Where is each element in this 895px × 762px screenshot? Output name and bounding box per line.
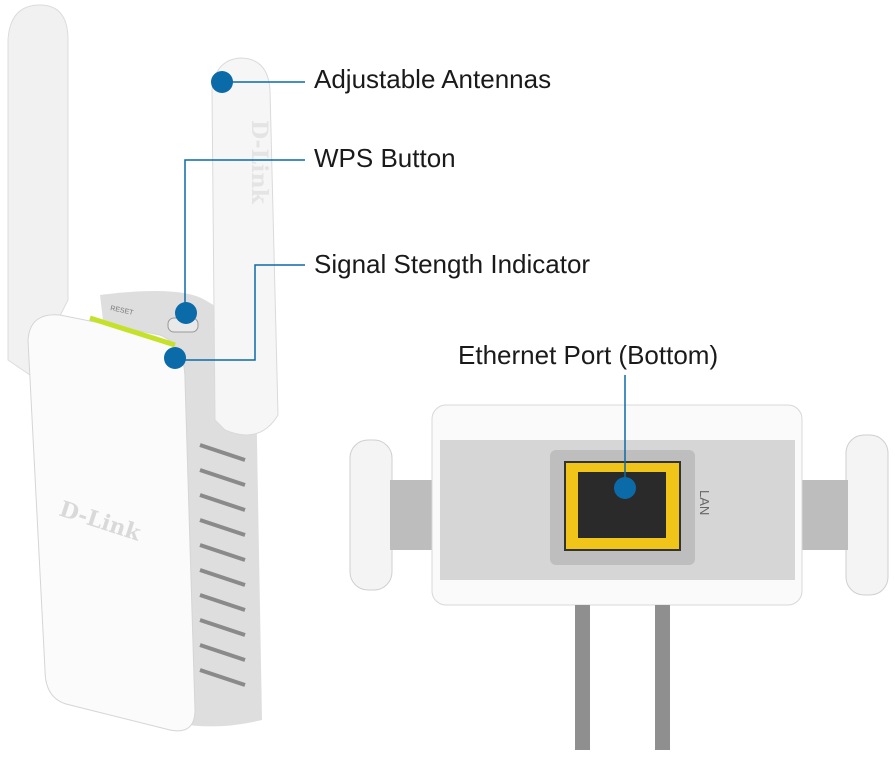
- callout-ethernet-port: Ethernet Port (Bottom): [458, 340, 719, 370]
- callout-dots: [164, 71, 636, 499]
- ethernet-callout-dot: [614, 477, 636, 499]
- left-antenna-end: [349, 439, 393, 591]
- antenna-callout-dot: [211, 71, 233, 93]
- callout-signal-indicator: Signal Stength Indicator: [314, 249, 591, 279]
- signal-led-strip: [89, 315, 176, 348]
- left-hinge: [390, 480, 438, 550]
- wps-callout-dot: [175, 302, 197, 324]
- right-antenna: [211, 57, 279, 436]
- reset-label: RESET: [110, 305, 135, 317]
- extender-bottom-view: LAN: [349, 404, 889, 750]
- brand-logo-antenna: D-Link: [246, 120, 272, 204]
- signal-callout-dot: [164, 347, 186, 369]
- power-prongs: [575, 605, 670, 750]
- right-hinge: [800, 480, 848, 550]
- right-antenna-end: [845, 434, 889, 596]
- extender-front-view: RESET D-Link D-Link: [7, 4, 279, 732]
- callout-wps-button: WPS Button: [314, 143, 456, 173]
- callout-lines: [175, 81, 626, 488]
- left-antenna: [7, 4, 69, 376]
- vent-slots: [199, 443, 246, 687]
- lan-label: LAN: [697, 490, 712, 515]
- callout-adjustable-antennas: Adjustable Antennas: [314, 64, 552, 94]
- device-front: [27, 314, 196, 732]
